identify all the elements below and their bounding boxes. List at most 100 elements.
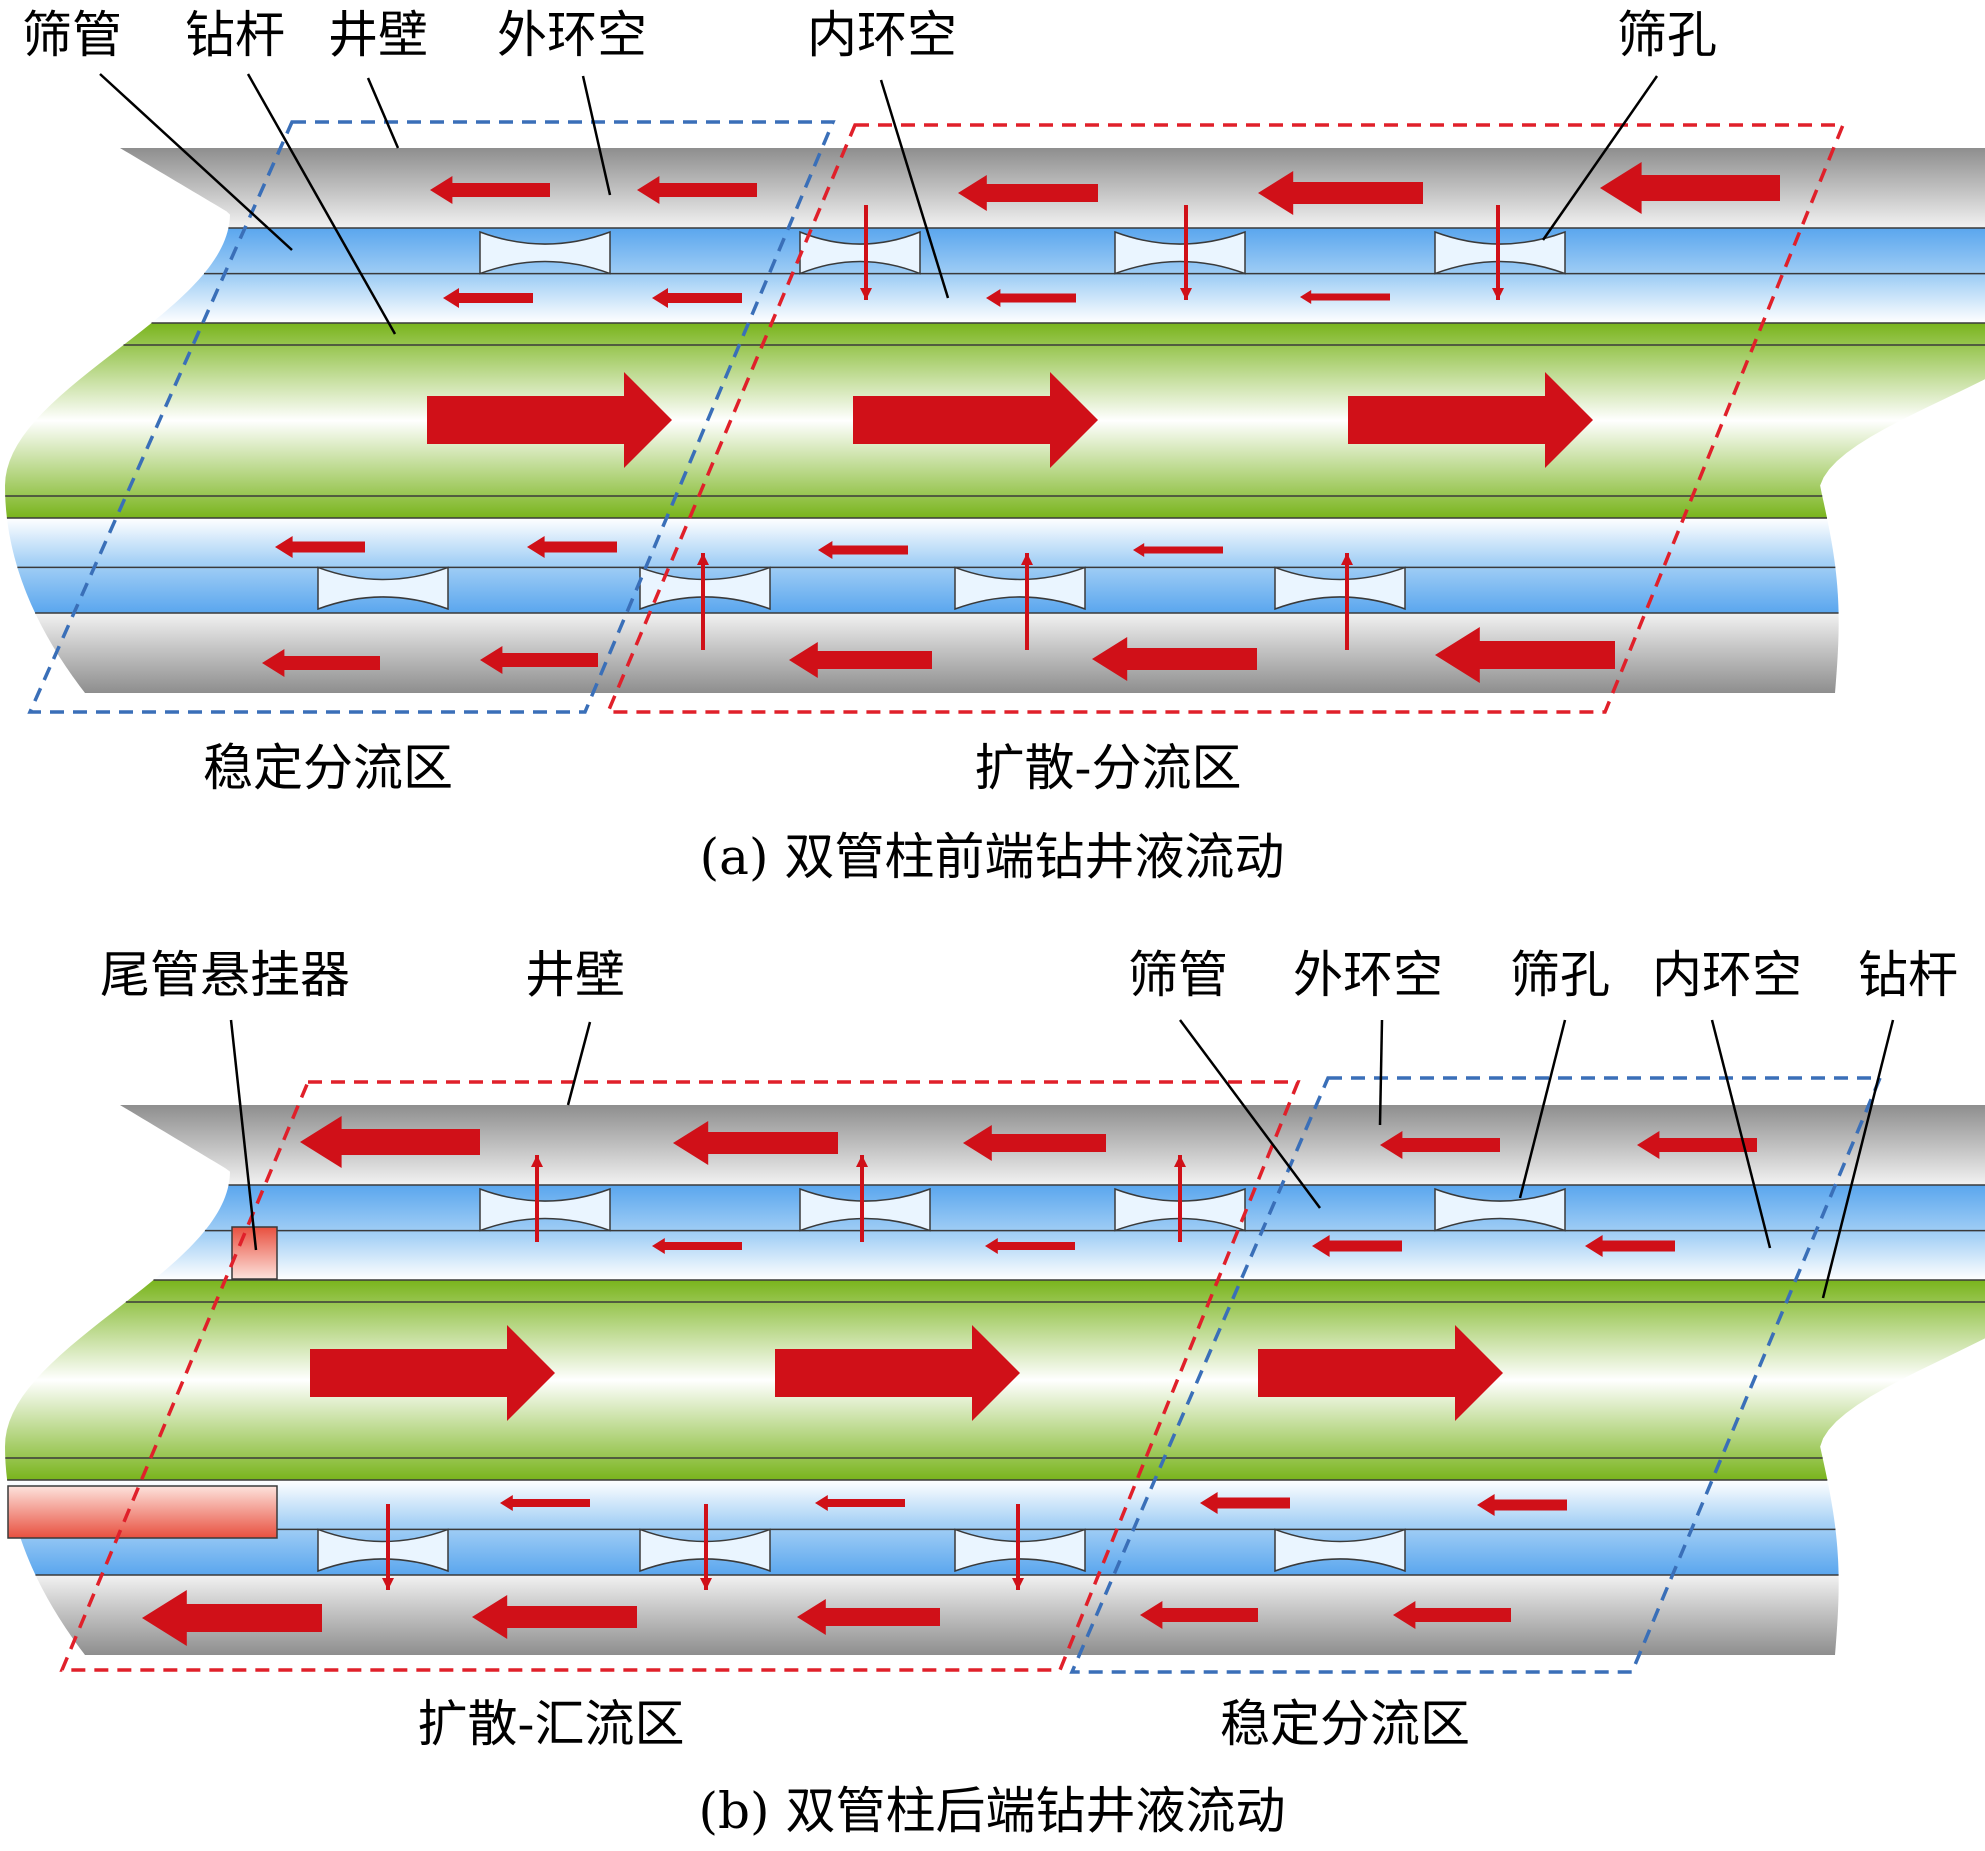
label-screen-pipe: 筛管 — [22, 6, 122, 64]
leader-line — [879, 79, 950, 299]
leader-line — [1541, 75, 1659, 241]
leader-line — [246, 73, 397, 335]
leader-line — [1378, 1019, 1384, 1126]
panel-b: 尾管悬挂器井壁筛管外环空筛孔内环空钻杆扩散-汇流区稳定分流区(b) 双管柱后端钻… — [5, 946, 1985, 1840]
label-liner-hanger: 尾管悬挂器 — [100, 946, 350, 1004]
screen-pipe-bottom-band — [7, 1480, 1839, 1575]
leader-line — [366, 77, 400, 149]
flow-arrow-left — [443, 288, 533, 308]
leader-line — [99, 73, 293, 251]
screen-hole-opening — [1114, 230, 1246, 275]
diffusion-merge-zone-box — [59, 1080, 1301, 1672]
flow-arrow-left — [963, 1125, 1106, 1161]
label-screen-pipe: 筛管 — [1128, 946, 1228, 1004]
screen-hole-opening — [317, 1528, 449, 1573]
leader-line — [1178, 1019, 1322, 1209]
flow-arrow-left — [262, 649, 380, 677]
panel-a: 筛管 钻杆井壁 外环空 内环空 筛孔稳定分流区 扩散-分流区 (a) 双管柱前端钻井液流动 — [5, 6, 1985, 886]
screen-hole-opening — [479, 230, 611, 275]
radial-flow-arrowhead — [1021, 553, 1033, 565]
label-drill-pipe: 钻杆 — [185, 6, 285, 64]
stable-split-zone-box — [27, 120, 836, 714]
flow-arrow-left — [985, 1238, 1075, 1254]
flow-arrow-left — [500, 1495, 590, 1511]
label-outer-annulus: 外环空 — [1293, 946, 1443, 1004]
flow-arrow-left — [300, 1116, 480, 1168]
flow-arrow-left — [527, 536, 617, 558]
flow-arrow-left — [1393, 1601, 1511, 1629]
flow-arrow-left — [1380, 1131, 1500, 1159]
screen-hole-opening — [799, 1187, 931, 1232]
screen-hole-opening — [1434, 1187, 1566, 1232]
flow-arrow-left — [480, 646, 598, 674]
screen-pipe-top-band — [151, 228, 1985, 323]
flow-arrow-left — [275, 536, 365, 558]
caption-b: (b) 双管柱后端钻井液流动 — [699, 1782, 1286, 1840]
flow-arrow-left — [637, 176, 757, 204]
flow-arrow-left — [430, 176, 550, 204]
leader-line — [1821, 1019, 1895, 1299]
radial-flow-arrowhead — [1174, 1155, 1186, 1167]
zone-label-diffusion: 扩散-汇流区 — [418, 1695, 685, 1753]
caption-a: (a) 双管柱前端钻井液流动 — [700, 828, 1285, 886]
flow-arrow-left — [818, 541, 908, 559]
flow-arrow-left — [1133, 543, 1223, 557]
liner-hanger-bottom — [7, 1485, 278, 1539]
flow-arrow-left — [789, 642, 932, 678]
flow-arrow-left — [815, 1495, 905, 1511]
screen-hole-opening — [479, 1187, 611, 1232]
flow-arrow-left — [673, 1121, 838, 1165]
zone-label-stable: 稳定分流区 — [1220, 1695, 1470, 1753]
radial-flow-arrowhead — [531, 1155, 543, 1167]
screen-hole-opening — [317, 566, 449, 611]
radial-flow-arrowhead — [856, 1155, 868, 1167]
flow-arrow-left — [1312, 1235, 1402, 1257]
zone-label-stable: 稳定分流区 — [203, 739, 453, 797]
screen-hole-opening — [1274, 566, 1406, 611]
flow-arrow-left — [986, 289, 1076, 307]
screen-pipe-top-band — [153, 1185, 1985, 1280]
label-inner-annulus: 内环空 — [807, 6, 957, 64]
stable-split-zone-box — [1069, 1076, 1883, 1674]
leader-line — [229, 1019, 258, 1251]
screen-hole-opening — [1274, 1528, 1406, 1573]
flow-arrow-left — [1140, 1601, 1258, 1629]
flow-arrow-right — [310, 1325, 555, 1421]
label-inner-annulus: 内环空 — [1652, 946, 1802, 1004]
zone-label-diffusion: 扩散-分流区 — [975, 739, 1242, 797]
radial-flow-arrowhead — [1492, 288, 1504, 300]
label-screen-hole: 筛孔 — [1617, 6, 1717, 64]
leader-line — [1518, 1019, 1567, 1199]
flow-arrow-right — [853, 372, 1098, 468]
flow-arrow-left — [1300, 290, 1390, 304]
radial-flow-arrowhead — [697, 553, 709, 565]
flow-arrow-left — [472, 1595, 637, 1639]
label-outer-annulus: 外环空 — [497, 6, 647, 64]
screen-hole-opening — [954, 566, 1086, 611]
flow-arrow-right — [427, 372, 672, 468]
flow-arrow-right — [775, 1325, 1020, 1421]
flow-arrow-left — [142, 1590, 322, 1646]
screen-pipe-bottom-band — [6, 518, 1839, 613]
radial-flow-arrowhead — [1012, 1578, 1024, 1590]
label-well-wall: 井壁 — [328, 6, 428, 64]
radial-flow-arrowhead — [382, 1578, 394, 1590]
flow-arrow-right — [1348, 372, 1593, 468]
flow-arrow-left — [797, 1599, 940, 1635]
screen-hole-opening — [799, 230, 921, 275]
label-drill-pipe: 钻杆 — [1858, 946, 1958, 1004]
leader-line — [581, 75, 612, 196]
flow-arrow-left — [1600, 162, 1780, 214]
flow-arrow-left — [1637, 1131, 1757, 1159]
leader-line — [566, 1021, 592, 1106]
flow-arrow-right — [1258, 1325, 1503, 1421]
flow-arrow-left — [958, 175, 1098, 211]
radial-flow-arrowhead — [700, 1578, 712, 1590]
leader-line — [1710, 1019, 1772, 1249]
flow-arrow-left — [1092, 637, 1257, 681]
flow-arrow-left — [1477, 1494, 1567, 1516]
flow-arrow-left — [1200, 1492, 1290, 1514]
label-screen-hole: 筛孔 — [1510, 946, 1610, 1004]
